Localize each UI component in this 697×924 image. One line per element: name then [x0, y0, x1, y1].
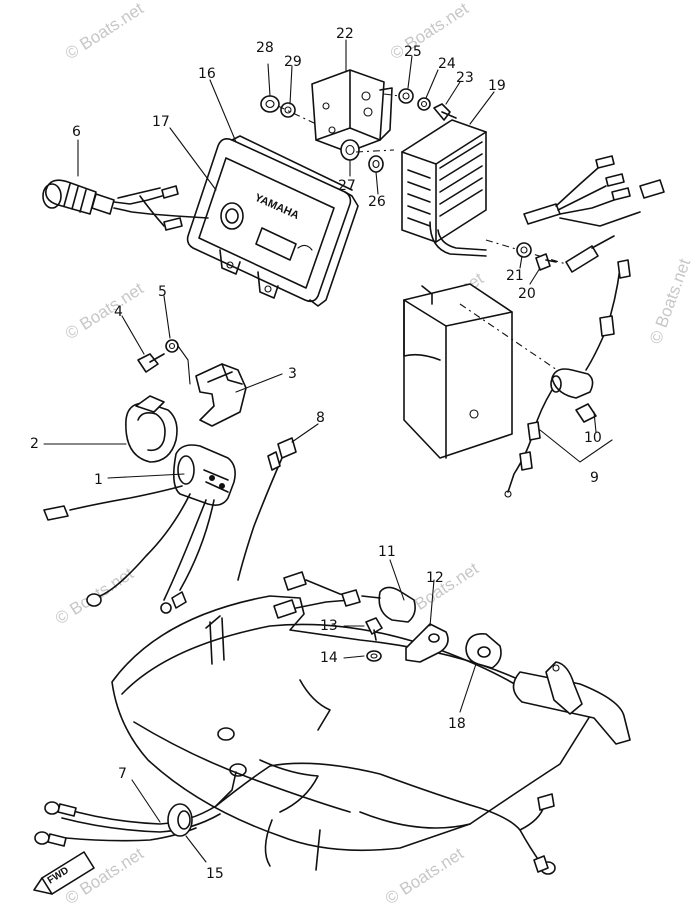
- callout-25: 25: [404, 44, 422, 60]
- watermark: © Boats.net: [646, 256, 694, 346]
- callout-20: 20: [518, 286, 536, 302]
- callout-13: 13: [320, 618, 338, 634]
- callout-24: 24: [438, 56, 456, 72]
- cable-part-8: [237, 437, 297, 581]
- callout-18: 18: [448, 716, 466, 732]
- callout-5: 5: [158, 284, 167, 300]
- callout-8: 8: [316, 410, 325, 426]
- fuse-holder-part-9: [504, 259, 631, 498]
- callout-15: 15: [206, 866, 224, 882]
- callout-9: 9: [590, 470, 599, 486]
- relay-bracket-part-3: [195, 363, 247, 427]
- callout-29: 29: [284, 54, 302, 70]
- callout-26: 26: [368, 194, 386, 210]
- callout-27: 27: [338, 178, 356, 194]
- callout-2: 2: [30, 436, 39, 452]
- bottom-cowling: [111, 595, 591, 871]
- leader-lines: [43, 39, 597, 863]
- callout-3: 3: [288, 366, 297, 382]
- watermark: © Boats.net: [62, 279, 147, 344]
- bracket-part-12: [405, 623, 449, 663]
- washer-part-5: [165, 339, 179, 353]
- callout-10: 10: [584, 430, 602, 446]
- hardware-20-21: [516, 242, 557, 271]
- watermark: © Boats.net: [62, 0, 147, 63]
- callout-17: 17: [152, 114, 170, 130]
- callout-23: 23: [456, 70, 474, 86]
- callout-28: 28: [256, 40, 274, 56]
- switch-part-11: [273, 571, 416, 623]
- callout-numbers: 6 17 16 28 29 22 25 24 23 19 27 26 21 20…: [30, 26, 602, 882]
- callout-4: 4: [114, 304, 123, 320]
- leader-line: [177, 345, 191, 385]
- watermark: © Boats.net: [387, 0, 472, 63]
- callout-11: 11: [378, 544, 396, 560]
- bolt-part-4: [137, 353, 165, 373]
- callout-1: 1: [94, 472, 103, 488]
- bolt-part-13: [365, 617, 383, 641]
- callout-22: 22: [336, 26, 354, 42]
- grommet-part-15: [167, 803, 193, 837]
- control-box: YAMAHA: [186, 135, 359, 307]
- callout-6: 6: [72, 124, 81, 140]
- callout-12: 12: [426, 570, 444, 586]
- callout-7: 7: [118, 766, 127, 782]
- clamp-part-2: [125, 395, 178, 463]
- electrical-cover: [403, 283, 561, 459]
- hardware-nuts: [260, 88, 457, 173]
- callout-19: 19: [488, 78, 506, 94]
- switch-part-6: [42, 179, 209, 231]
- callout-14: 14: [320, 650, 338, 666]
- callout-16: 16: [198, 66, 216, 82]
- starter-relay-part-1: [43, 444, 236, 614]
- rectifier-part-19: [401, 119, 665, 273]
- callout-21: 21: [506, 268, 524, 284]
- throttle-part-18: [465, 632, 631, 745]
- washer-part-14: [366, 650, 382, 662]
- harness-part-7: [34, 762, 556, 875]
- bracket-part-22: [311, 69, 393, 153]
- watermark: © Boats.net: [382, 844, 467, 909]
